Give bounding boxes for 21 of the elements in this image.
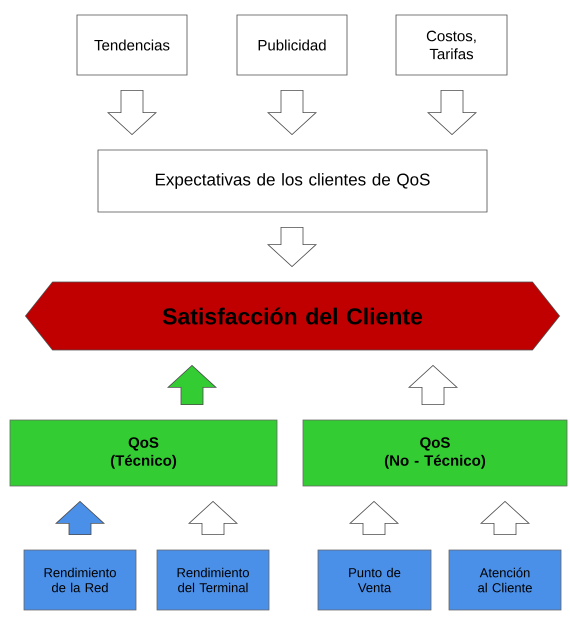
- qos-box: QoS (Técnico): [10, 420, 278, 486]
- block-arrow: [348, 500, 400, 535]
- block-arrow: [188, 500, 238, 535]
- block-arrow: [266, 90, 318, 136]
- factor-box: Expectativas de los clientes de QoS: [98, 150, 488, 212]
- factor-box: Atención al Cliente: [448, 550, 562, 610]
- block-arrow: [408, 364, 458, 405]
- factor-box: Costos, Tarifas: [396, 14, 508, 76]
- block-arrow: [480, 500, 530, 535]
- factor-box: Tendencias: [76, 14, 188, 76]
- factor-box: Publicidad: [236, 14, 348, 76]
- block-arrow: [266, 227, 318, 268]
- satisfaction-banner: Satisfacción del Cliente: [24, 282, 560, 350]
- block-arrow: [426, 90, 478, 136]
- factor-box: Rendimiento de la Red: [24, 550, 136, 610]
- block-arrow: [106, 90, 158, 136]
- block-arrow: [54, 500, 106, 535]
- qos-box: QoS (No - Técnico): [302, 420, 568, 486]
- factor-box: Punto de Venta: [318, 550, 432, 610]
- block-arrow: [166, 364, 218, 405]
- factor-box: Rendimiento del Terminal: [156, 550, 270, 610]
